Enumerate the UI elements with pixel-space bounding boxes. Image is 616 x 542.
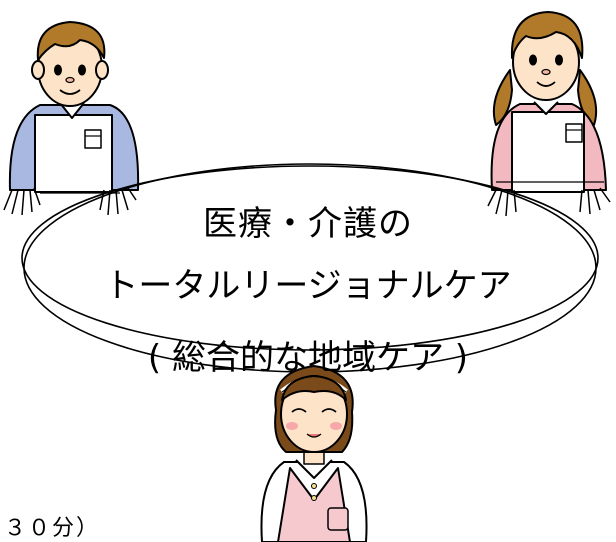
title-line-3: ( 総合的な地域ケア ) [147, 338, 469, 378]
table-edge-lines [40, 181, 604, 194]
partial-caption: ３０分） [4, 516, 101, 541]
title-line-2: トータルリージョナルケア [104, 266, 512, 306]
female-nurse-icon [487, 11, 611, 217]
title-line-1: 医療・介護の [203, 204, 413, 244]
male-nurse-icon [3, 21, 140, 216]
female-caregiver-icon [260, 365, 368, 542]
